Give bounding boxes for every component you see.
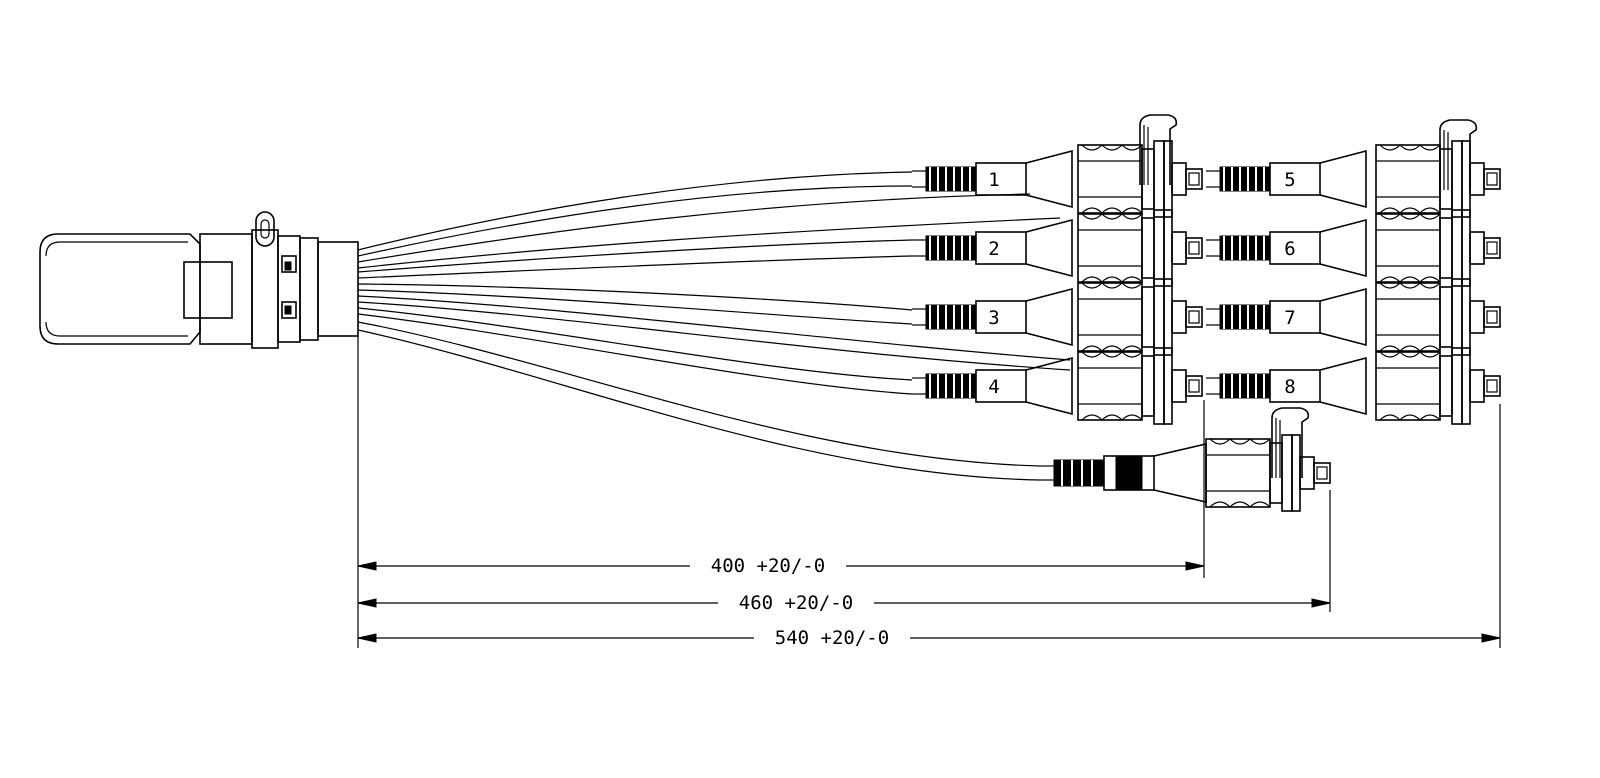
port-labels: 1 2 3 4 5 6 7 8	[988, 169, 1295, 398]
cable-bundle	[357, 171, 1071, 481]
port-label-6: 6	[1284, 238, 1295, 260]
dimension-lines: 400 +20/-0 460 +20/-0 540 +20/-0	[357, 336, 1501, 649]
port-connector-6	[1205, 209, 1501, 287]
port-connector-2	[911, 209, 1203, 287]
port-label-8: 8	[1284, 376, 1295, 398]
port-connector-5	[1205, 119, 1501, 218]
port-connector-1	[911, 114, 1203, 218]
lower-connector	[1040, 407, 1331, 512]
dimension-label-540: 540 +20/-0	[775, 627, 889, 649]
port-connector-3	[911, 278, 1203, 356]
main-plug	[39, 211, 359, 349]
port-label-7: 7	[1284, 307, 1295, 329]
port-label-3: 3	[988, 307, 999, 329]
port-label-4: 4	[988, 376, 999, 398]
dimension-label-400: 400 +20/-0	[711, 555, 825, 577]
port-label-5: 5	[1284, 169, 1295, 191]
dimension-label-460: 460 +20/-0	[739, 592, 853, 614]
port-label-2: 2	[988, 238, 999, 260]
port-label-1: 1	[988, 169, 999, 191]
port-connector-7	[1205, 278, 1501, 356]
port-connector-8	[1205, 347, 1501, 425]
dimension-460: 460 +20/-0	[357, 592, 1331, 614]
dimension-540: 540 +20/-0	[357, 627, 1501, 649]
dimension-400: 400 +20/-0	[357, 555, 1205, 577]
